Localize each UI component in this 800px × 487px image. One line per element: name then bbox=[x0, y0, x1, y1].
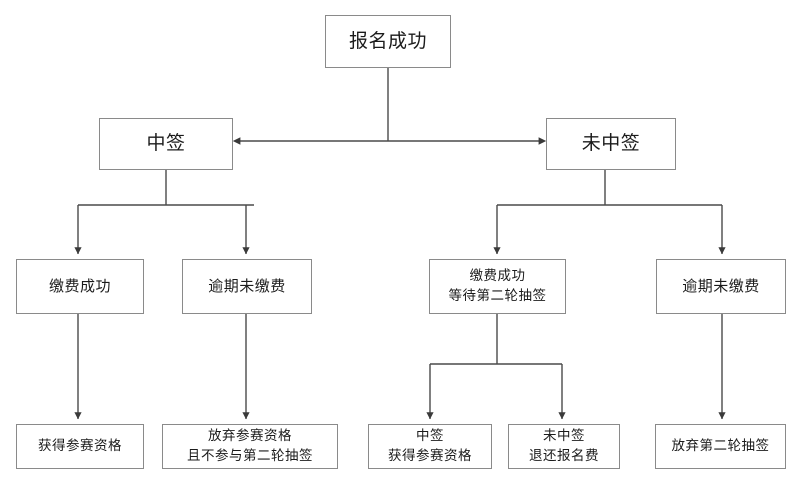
node-label-line1: 获得参赛资格 bbox=[38, 437, 122, 454]
node-label-line1: 放弃第二轮抽签 bbox=[671, 437, 770, 454]
node-label-line1: 中签 bbox=[146, 132, 186, 155]
node-label-line1: 缴费成功 bbox=[469, 268, 526, 285]
node-registration-success[interactable]: 报名成功 bbox=[325, 15, 451, 68]
node-won-paid[interactable]: 缴费成功 bbox=[16, 259, 144, 314]
node-label-line1: 逾期未缴费 bbox=[682, 276, 760, 295]
node-label-line2: 等待第二轮抽签 bbox=[448, 287, 547, 304]
node-label-line1: 放弃参赛资格 bbox=[208, 428, 292, 445]
node-second-round-won[interactable]: 中签 获得参赛资格 bbox=[368, 424, 492, 469]
node-label-line2: 退还报名费 bbox=[529, 447, 599, 464]
node-label-line2: 获得参赛资格 bbox=[388, 447, 472, 464]
node-won-unpaid[interactable]: 逾期未缴费 bbox=[182, 259, 312, 314]
node-label-line1: 报名成功 bbox=[348, 29, 427, 52]
node-label-line1: 未中签 bbox=[581, 132, 641, 155]
node-second-round-not-won-refund[interactable]: 未中签 退还报名费 bbox=[508, 424, 620, 469]
node-notwon-paid-waiting-second-round[interactable]: 缴费成功 等待第二轮抽签 bbox=[429, 259, 566, 314]
node-label-line2: 且不参与第二轮抽签 bbox=[187, 447, 313, 464]
node-label-line1: 中签 bbox=[416, 428, 444, 445]
node-label-line1: 逾期未缴费 bbox=[208, 276, 286, 295]
node-forfeit-eligibility[interactable]: 放弃参赛资格 且不参与第二轮抽签 bbox=[162, 424, 338, 469]
node-obtain-eligibility[interactable]: 获得参赛资格 bbox=[16, 424, 144, 469]
node-label-line1: 缴费成功 bbox=[48, 276, 111, 295]
node-forfeit-second-round[interactable]: 放弃第二轮抽签 bbox=[655, 424, 786, 469]
node-won-lottery[interactable]: 中签 bbox=[99, 118, 233, 170]
node-label-line1: 未中签 bbox=[543, 428, 585, 445]
node-not-won-lottery[interactable]: 未中签 bbox=[546, 118, 676, 170]
node-notwon-unpaid[interactable]: 逾期未缴费 bbox=[656, 259, 786, 314]
